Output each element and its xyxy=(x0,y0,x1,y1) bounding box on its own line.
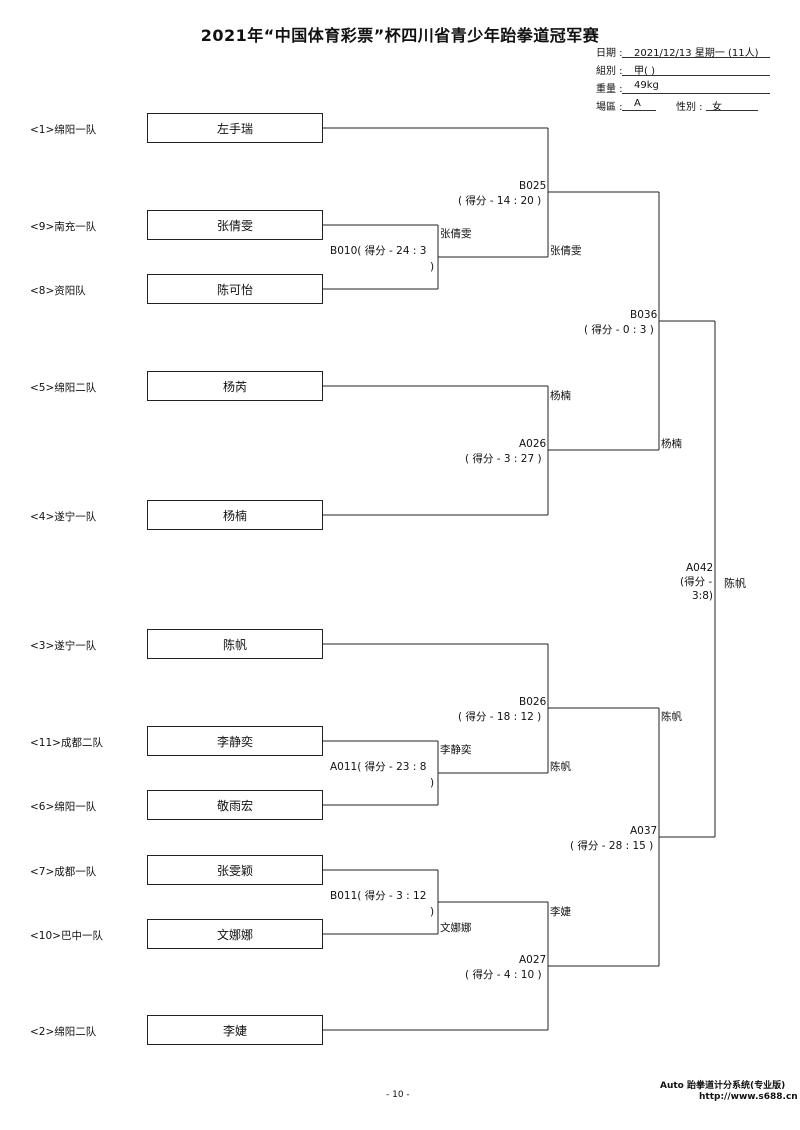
athlete-name-box: 文娜娜 xyxy=(147,919,323,949)
date-underline xyxy=(622,57,770,58)
gender-underline xyxy=(706,110,758,111)
match-a027-name: 李婕 xyxy=(550,906,571,918)
match-a011-close: ) xyxy=(430,777,435,789)
athlete-name-box: 李婕 xyxy=(147,1015,323,1045)
athlete-name-box: 左手瑞 xyxy=(147,113,323,143)
group-label: 組別 : xyxy=(596,66,623,77)
team-label: <6>绵阳一队 xyxy=(30,801,97,813)
athlete-name-box: 李静奕 xyxy=(147,726,323,756)
weight-value: 49kg xyxy=(634,80,659,91)
page-title: 2021年“中国体育彩票”杯四川省青少年跆拳道冠军赛 xyxy=(200,26,600,45)
weight-label: 重量 : xyxy=(596,84,623,95)
match-b010-winner: 张倩雯 xyxy=(440,228,472,240)
group-value: 甲( ) xyxy=(634,66,655,77)
court-label: 場區 : xyxy=(596,102,623,113)
team-label: <4>遂宁一队 xyxy=(30,511,97,523)
match-b010-score: B010( 得分 - 24 : 3 xyxy=(330,245,427,257)
team-label: <2>绵阳二队 xyxy=(30,1026,97,1038)
gender-label: 性別 : xyxy=(676,102,703,113)
system-url: http://www.s688.cn xyxy=(699,1092,798,1102)
match-b011-winner: 文娜娜 xyxy=(440,922,472,934)
weight-underline xyxy=(622,93,770,94)
match-a026-score: ( 得分 - 3 : 27 ) xyxy=(465,453,542,465)
match-b026-name: 陈帆 xyxy=(550,761,571,773)
match-b036-code: B036 xyxy=(630,309,658,321)
date-label: 日期 : xyxy=(596,48,623,59)
match-a042-code: A042 xyxy=(686,562,714,574)
team-label: <9>南充一队 xyxy=(30,221,97,233)
match-a026-name: 杨楠 xyxy=(550,390,571,402)
match-b026-score: ( 得分 - 18 : 12 ) xyxy=(458,711,542,723)
champion-name: 陈帆 xyxy=(724,577,746,590)
gender-value: 女 xyxy=(712,102,722,113)
match-b036-score: ( 得分 - 0 : 3 ) xyxy=(584,324,654,336)
match-a042-score-2: 3:8) xyxy=(692,590,713,602)
team-label: <11>成都二队 xyxy=(30,737,103,749)
match-a026-winner: 杨楠 xyxy=(661,438,682,450)
match-a027-code: A027 xyxy=(519,954,547,966)
match-b025-winner: 张倩雯 xyxy=(550,245,582,257)
athlete-name-box: 杨芮 xyxy=(147,371,323,401)
match-a011-score: A011( 得分 - 23 : 8 xyxy=(330,761,427,773)
athlete-name-box: 张倩雯 xyxy=(147,210,323,240)
team-label: <1>绵阳一队 xyxy=(30,124,97,136)
match-a037-code: A037 xyxy=(630,825,658,837)
match-b025-score: ( 得分 - 14 : 20 ) xyxy=(458,195,542,207)
athlete-name-box: 张雯颖 xyxy=(147,855,323,885)
page-number: - 10 - xyxy=(386,1090,410,1100)
event-info: 日期 : 2021/12/13 星期一 (11人) 組別 : 甲( ) 重量 :… xyxy=(0,0,800,120)
match-a011-winner: 李静奕 xyxy=(440,744,472,756)
court-underline xyxy=(622,110,656,111)
athlete-name-box: 敬雨宏 xyxy=(147,790,323,820)
team-label: <7>成都一队 xyxy=(30,866,97,878)
athlete-name-box: 陈帆 xyxy=(147,629,323,659)
system-name: Auto 跆拳道计分系统(专业版) xyxy=(660,1081,786,1091)
match-b011-score: B011( 得分 - 3 : 12 xyxy=(330,890,427,902)
team-label: <3>遂宁一队 xyxy=(30,640,97,652)
match-b025-code: B025 xyxy=(519,180,547,192)
athlete-name-box: 杨楠 xyxy=(147,500,323,530)
match-a026-code: A026 xyxy=(519,438,547,450)
court-value: A xyxy=(634,98,641,109)
team-label: <10>巴中一队 xyxy=(30,930,103,942)
match-b011-close: ) xyxy=(430,906,435,918)
athlete-name-box: 陈可怡 xyxy=(147,274,323,304)
date-value: 2021/12/13 星期一 (11人) xyxy=(634,48,759,59)
match-a027-score: ( 得分 - 4 : 10 ) xyxy=(465,969,542,981)
team-label: <8>资阳队 xyxy=(30,285,86,297)
team-label: <5>绵阳二队 xyxy=(30,382,97,394)
match-a037-score: ( 得分 - 28 : 15 ) xyxy=(570,840,654,852)
match-b010-close: ) xyxy=(430,261,435,273)
group-underline xyxy=(622,75,770,76)
match-a042-score-1: (得分 - xyxy=(680,576,713,588)
match-b026-winner: 陈帆 xyxy=(661,711,682,723)
match-b026-code: B026 xyxy=(519,696,547,708)
